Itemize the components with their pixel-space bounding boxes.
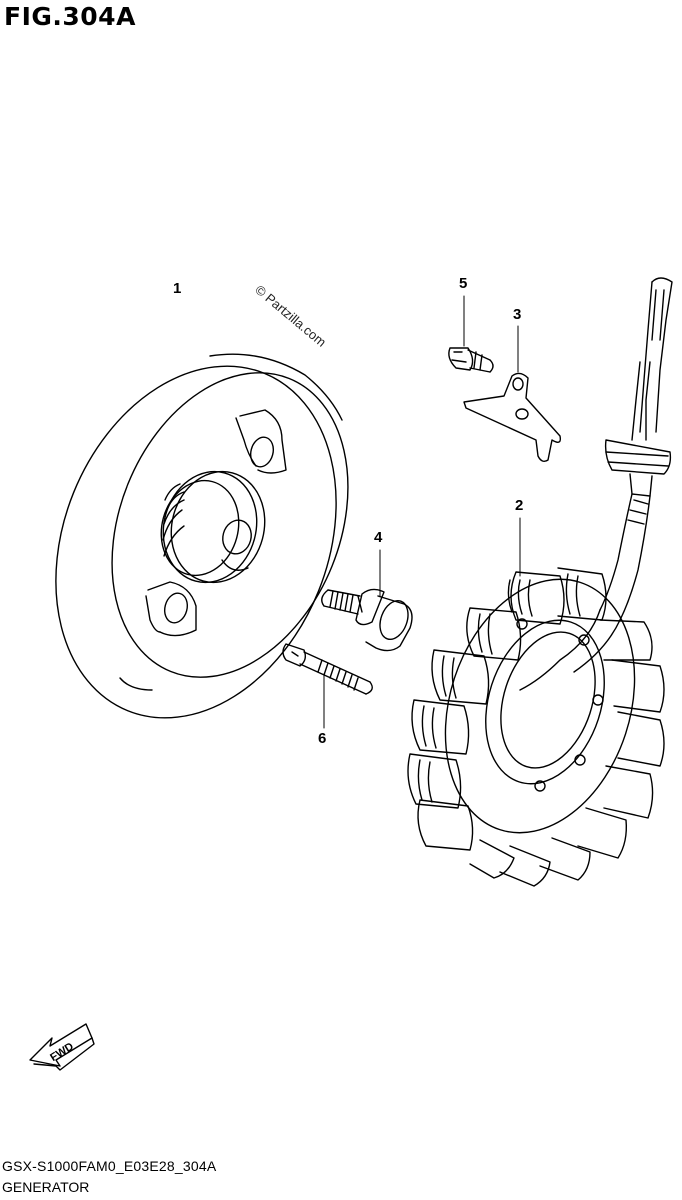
stator-bolt-part[interactable] — [282, 643, 373, 695]
clamp-bolt-part[interactable] — [448, 347, 494, 373]
rotor-part[interactable] — [5, 324, 391, 760]
callout-4: 4 — [374, 529, 383, 546]
callout-1: 1 — [173, 280, 182, 297]
callout-5: 5 — [459, 275, 468, 292]
leader-lines — [323, 295, 521, 729]
clamp-part[interactable] — [463, 372, 562, 463]
stator-part[interactable] — [407, 277, 673, 887]
callout-3: 3 — [513, 306, 522, 323]
rotor-bolt-part[interactable] — [321, 588, 413, 652]
callout-2: 2 — [515, 497, 524, 514]
fwd-arrow-icon — [29, 1023, 95, 1071]
figure-code: GSX-S1000FAM0_E03E28_304A — [2, 1158, 217, 1174]
callout-6: 6 — [318, 730, 327, 747]
figure-title: FIG.304A — [4, 2, 136, 31]
figure-name: GENERATOR — [2, 1179, 90, 1195]
